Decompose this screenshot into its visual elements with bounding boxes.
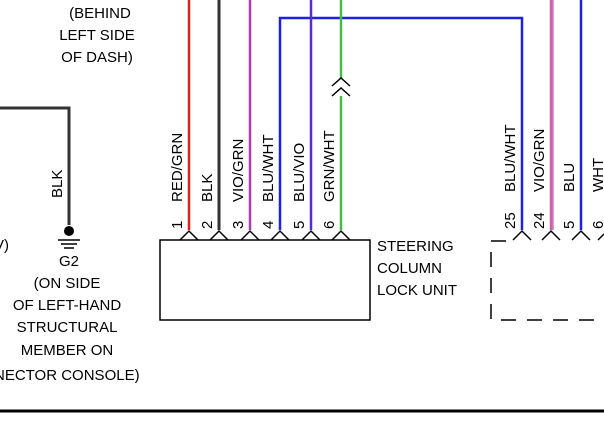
ground-partial-text: V) [0, 237, 9, 254]
terminal-5-icon [301, 229, 321, 241]
pin-2-number: 2 [199, 221, 216, 229]
terminal-3-icon [240, 229, 260, 241]
ground-location-line-1: (ON SIDE [34, 275, 101, 292]
steering-lock-wires [187, 0, 524, 230]
terminal-4-icon [270, 229, 290, 241]
pin-6r-wire-label: WHT [590, 158, 604, 192]
ground-wire [0, 106, 71, 225]
ground-wire-label: BLK [49, 170, 66, 198]
terminal-1-icon [179, 229, 199, 241]
pin-4-wire-label: BLU/WHT [260, 135, 277, 203]
left-location-line-3: OF DASH) [61, 49, 133, 66]
ground-circuit: BLK G2 (ON SIDE OF LEFT-HAND STRUCTURAL … [0, 106, 140, 384]
pin-25-number: 25 [502, 212, 519, 229]
ground-location-line-2: OF LEFT-HAND [13, 297, 122, 314]
right-connector-pin-numbers: 25 24 5 6 [502, 212, 604, 229]
pin-1-wire-label: RED/GRN [169, 133, 186, 202]
pin-5r-number: 5 [561, 221, 578, 229]
pin-24-wire-label: VIO/GRN [531, 129, 548, 192]
right-connector-wires [549, 0, 583, 230]
right-connector-box [490, 240, 604, 321]
pin-4-number: 4 [260, 221, 277, 229]
terminal-2-icon [209, 229, 229, 241]
steering-lock-wire-labels: RED/GRN BLK VIO/GRN BLU/WHT BLU/VIO GRN/… [169, 130, 338, 202]
pin-5r-wire-label: BLU [561, 163, 578, 192]
pin-5-wire-label: BLU/VIO [291, 143, 308, 202]
ground-point-icon [64, 226, 74, 236]
ground-id: G2 [59, 253, 79, 270]
pin-2-wire-label: BLK [199, 174, 216, 202]
pin-6-wire-label: GRN/WHT [321, 130, 338, 202]
right-connector-terminals [512, 229, 604, 241]
ground-location-line-4: MEMBER ON [21, 342, 114, 359]
wire-pin-4 [278, 16, 524, 230]
left-location-label: (BEHIND LEFT SIDE OF DASH) [59, 5, 135, 66]
steering-lock-terminals [179, 229, 351, 241]
steering-lock-pin-numbers: 1 2 3 4 5 6 [169, 221, 338, 229]
pin-3-number: 3 [230, 221, 247, 229]
terminal-6r-icon [597, 233, 604, 241]
steering-lock-label-line-1: STEERING [377, 238, 454, 255]
steering-column-lock-unit [159, 239, 371, 321]
pin-25-wire-label: BLU/WHT [502, 125, 519, 193]
pin-6r-number: 6 [590, 221, 604, 229]
pin-24-number: 24 [531, 212, 548, 229]
terminal-24-icon [541, 229, 561, 241]
inline-connector-icon [331, 76, 351, 97]
right-connector-wire-labels: BLU/WHT VIO/GRN BLU WHT [502, 125, 604, 193]
pin-6-number: 6 [321, 221, 338, 229]
pin-3-wire-label: VIO/GRN [230, 139, 247, 202]
terminal-6-icon [331, 229, 351, 241]
steering-lock-label-line-2: COLUMN [377, 260, 442, 277]
pin-1-number: 1 [169, 221, 186, 229]
terminal-5r-icon [571, 229, 591, 241]
left-location-line-1: (BEHIND [69, 5, 131, 22]
ground-location-line-5: NECTOR CONSOLE) [0, 367, 140, 384]
pin-5-number: 5 [291, 221, 308, 229]
steering-lock-label-line-3: LOCK UNIT [377, 282, 457, 299]
steering-lock-label: STEERING COLUMN LOCK UNIT [377, 238, 457, 299]
left-location-line-2: LEFT SIDE [59, 27, 135, 44]
terminal-25-icon [512, 229, 532, 241]
ground-location-line-3: STRUCTURAL [17, 319, 118, 336]
